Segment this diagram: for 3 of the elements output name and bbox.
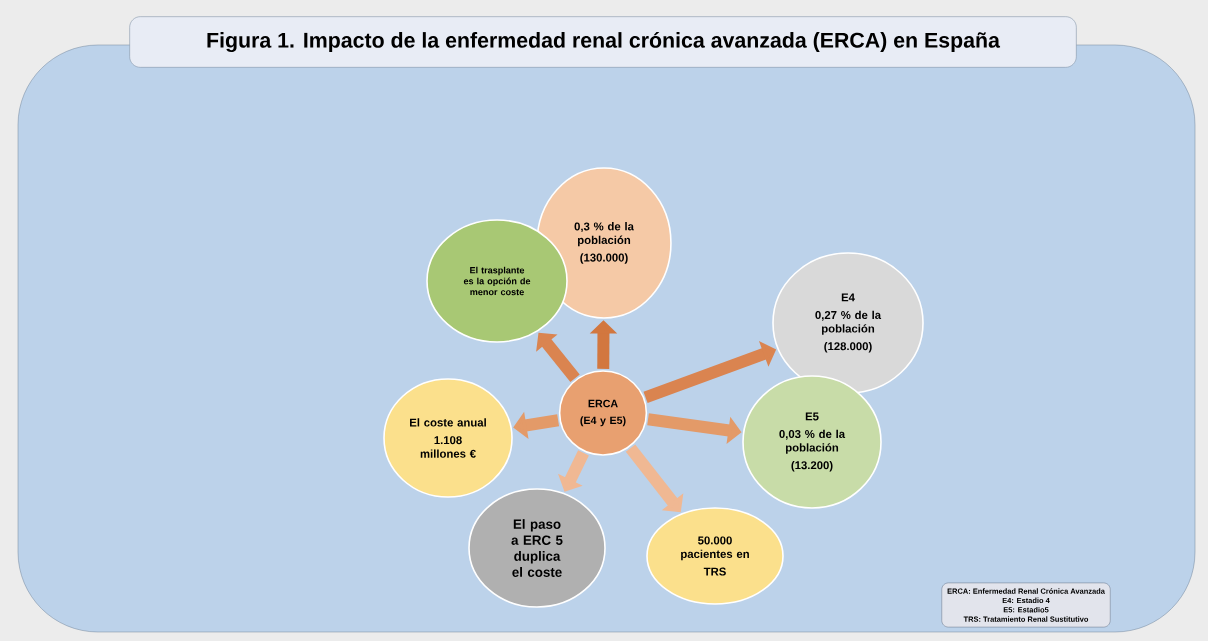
title-box: Figura 1. Impacto de la enfermedad renal crónica avanzada (ERCA) en España bbox=[129, 16, 1077, 68]
block-arrow bbox=[625, 444, 684, 513]
block-arrow bbox=[536, 332, 580, 382]
